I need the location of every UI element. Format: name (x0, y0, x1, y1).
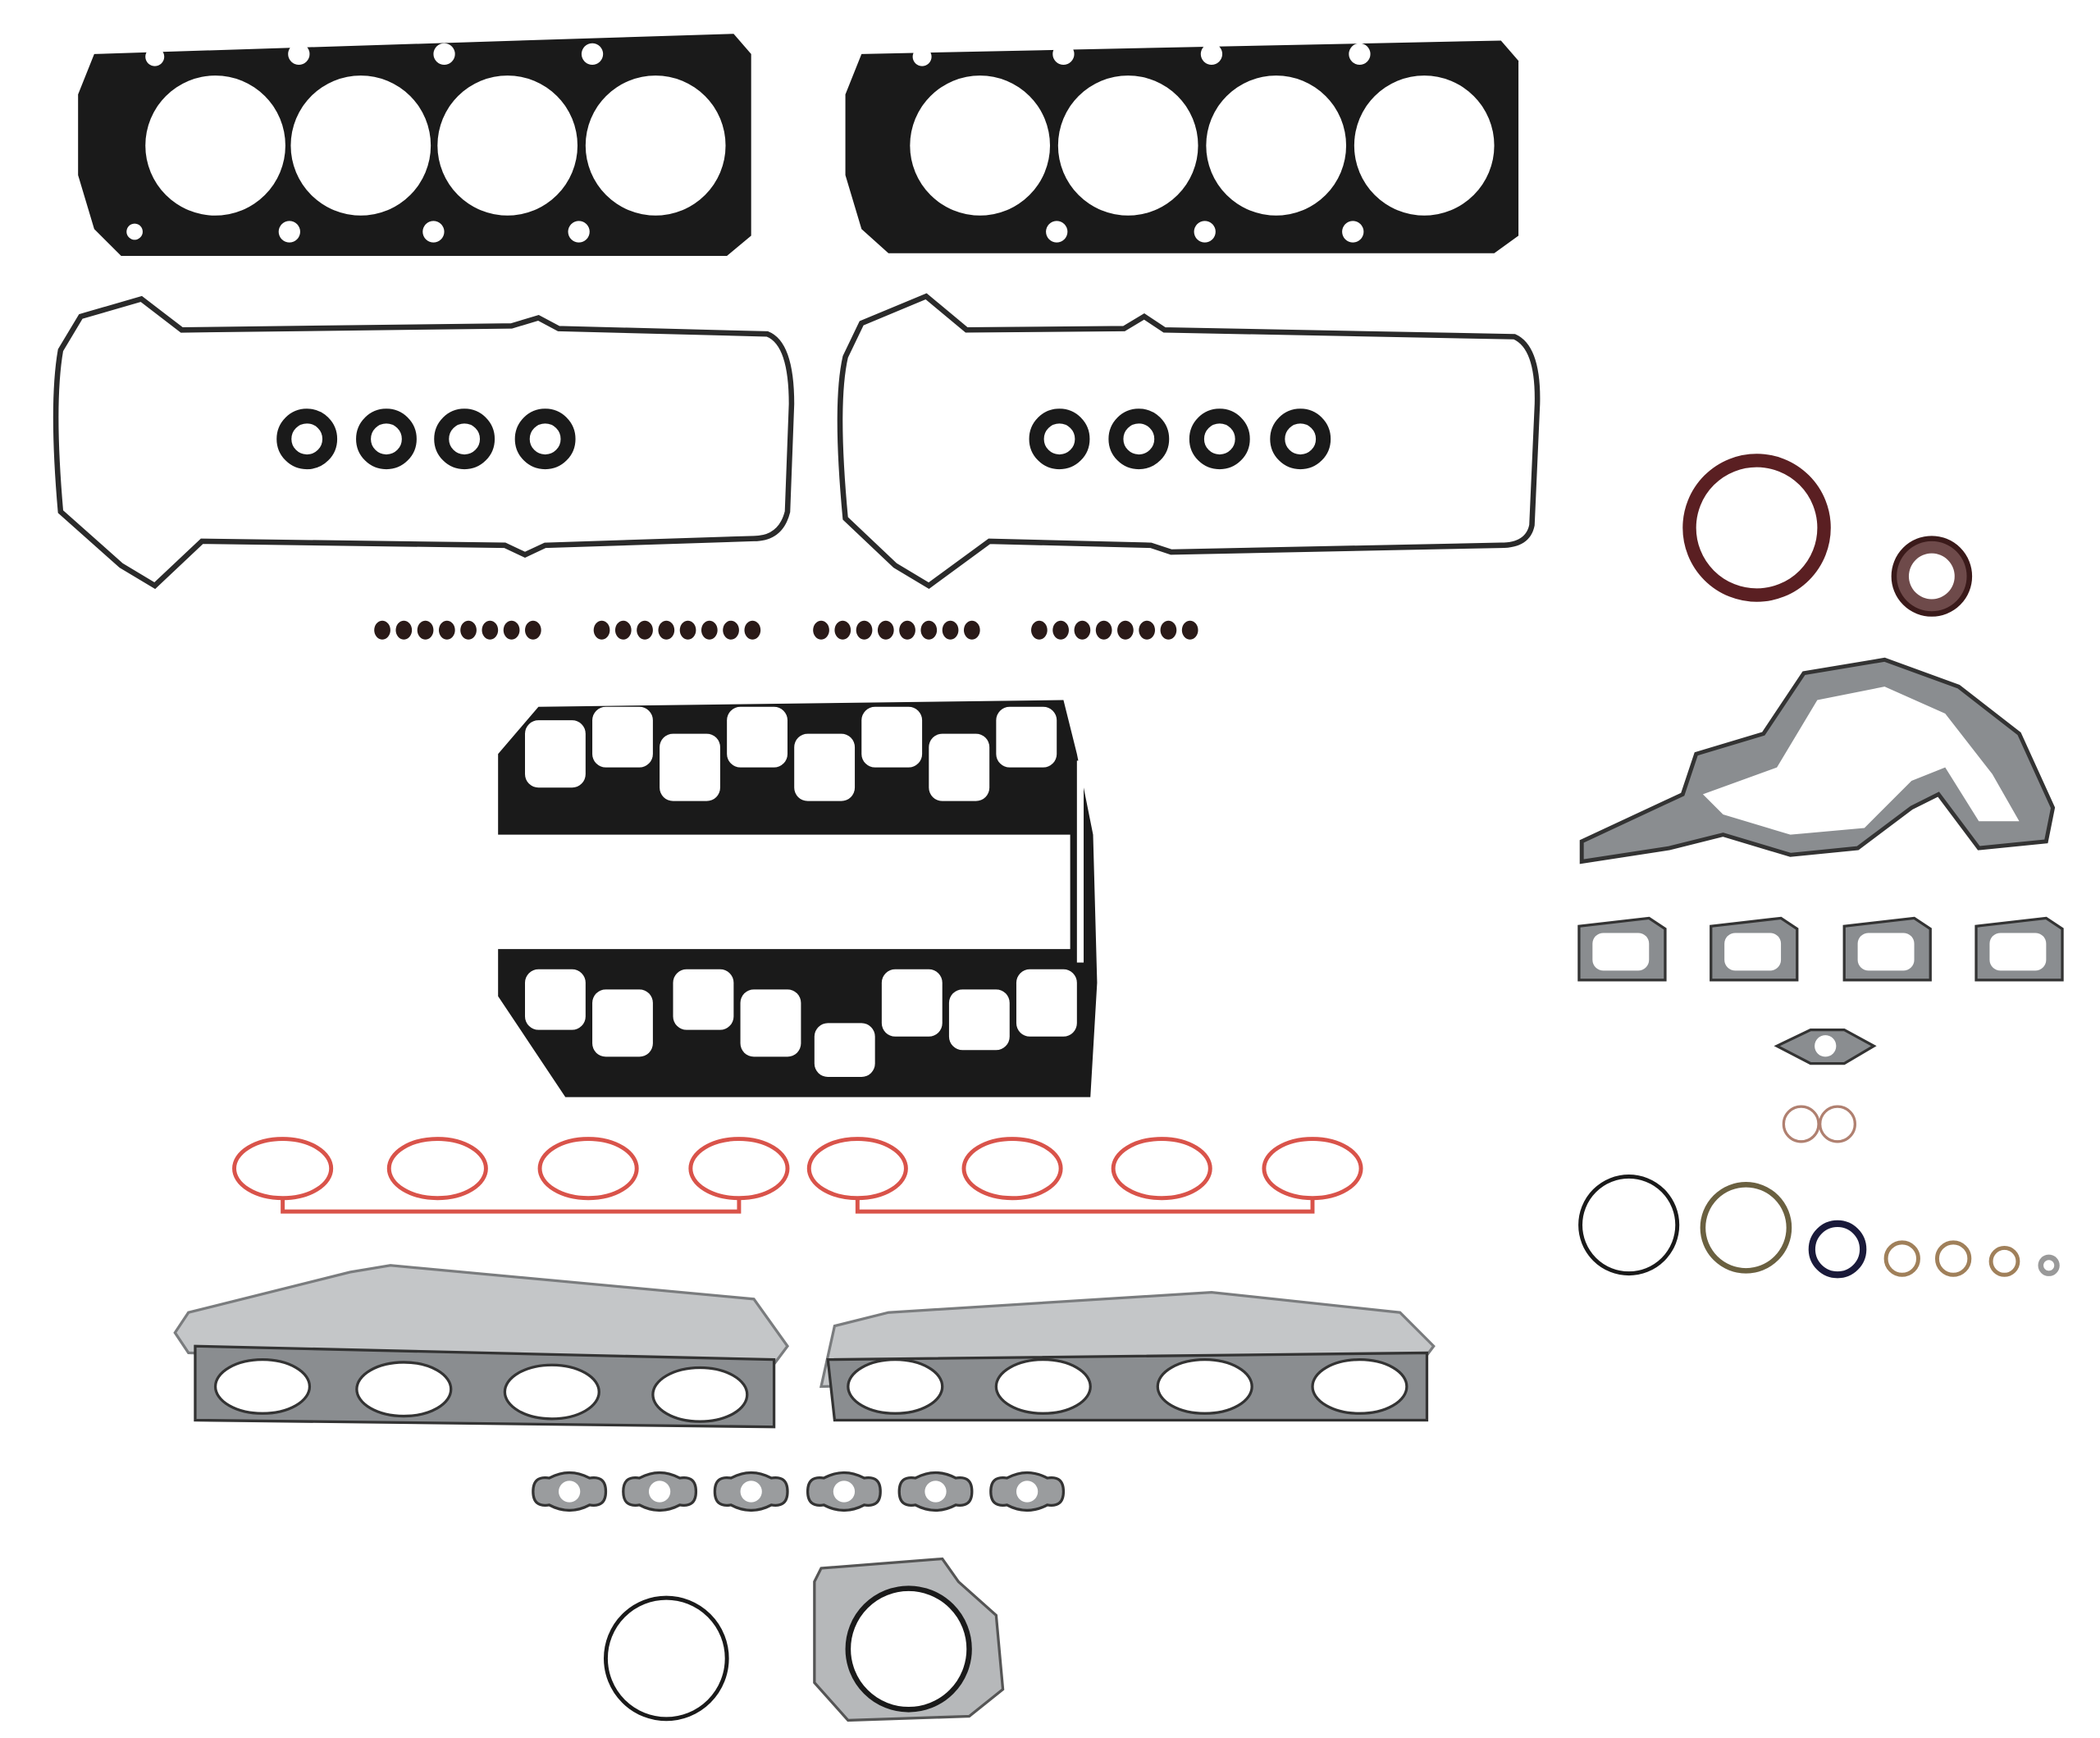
valve-stem-seal (1181, 620, 1198, 640)
flange-gasket (532, 1471, 608, 1512)
water-pump-gasket (1579, 657, 2056, 864)
thermostat-gasket (1974, 916, 2064, 982)
intake-manifold-gasket (498, 700, 1098, 1097)
valve-stem-seal (1117, 620, 1134, 640)
thermostat-gasket (1577, 916, 1667, 982)
valve-stem-seal (1031, 620, 1048, 640)
valve-stem-seal (963, 620, 980, 640)
intake-plenum-gaskets (232, 1137, 1363, 1214)
small-rings (1782, 1105, 1856, 1143)
front-crank-seal-bore (1908, 553, 1955, 600)
thermostat-gasket (1710, 916, 1799, 982)
thermostat-gaskets (1577, 916, 2064, 982)
flange-gasket (622, 1471, 698, 1512)
o-rings (1578, 1175, 2060, 1279)
valve-stem-seal (1095, 620, 1112, 640)
valve-stem-seals (374, 620, 1198, 640)
valve-stem-seal (920, 620, 938, 640)
small-flange-gaskets (532, 1471, 1066, 1512)
valve-stem-seal (1160, 620, 1177, 640)
flange-gasket (897, 1471, 974, 1512)
throttle-body-gasket (813, 1557, 1005, 1722)
valve-stem-seal (374, 620, 390, 640)
cylinder-head-gasket-left (78, 34, 751, 257)
flange-gasket (713, 1471, 789, 1512)
valve-stem-seal (723, 620, 739, 640)
flange-gasket (989, 1471, 1066, 1512)
o-ring-large (604, 1595, 729, 1722)
valve-stem-seal (679, 620, 696, 640)
valve-stem-seal (834, 620, 851, 640)
valve-stem-seal (744, 620, 761, 640)
small-gasket (1774, 1028, 1877, 1065)
valve-stem-seal (658, 620, 675, 640)
valve-stem-seal (899, 620, 915, 640)
valve-stem-seal (637, 620, 653, 640)
valve-stem-seal (593, 620, 610, 640)
exhaust-manifold-gasket-right (819, 1290, 1436, 1422)
valve-stem-seal (1074, 620, 1091, 640)
exhaust-manifold-gasket-left (173, 1264, 790, 1429)
valve-stem-seal (460, 620, 477, 640)
rear-main-seal (1682, 454, 1831, 602)
valve-stem-seal (813, 620, 829, 640)
valve-stem-seal (417, 620, 434, 640)
valve-stem-seal (856, 620, 873, 640)
cylinder-head-gasket-right (845, 40, 1519, 253)
valve-stem-seal (395, 620, 413, 640)
valve-stem-seal (942, 620, 959, 640)
valve-stem-seal (877, 620, 894, 640)
flange-gasket (806, 1471, 882, 1512)
valve-stem-seal (525, 620, 541, 640)
valve-stem-seal (503, 620, 520, 640)
valve-stem-seal (1052, 620, 1069, 640)
valve-stem-seal (438, 620, 455, 640)
valve-stem-seal (614, 620, 632, 640)
valve-cover-gasket-right (837, 293, 1541, 590)
thermostat-gasket (1842, 916, 1932, 982)
spark-plug-tube-seals-left (276, 408, 576, 470)
valve-stem-seal (701, 620, 718, 640)
valve-stem-seal (1139, 620, 1155, 640)
valve-stem-seal (482, 620, 499, 640)
valve-cover-gasket-left (52, 295, 795, 590)
spark-plug-tube-seals-right (1029, 408, 1331, 470)
